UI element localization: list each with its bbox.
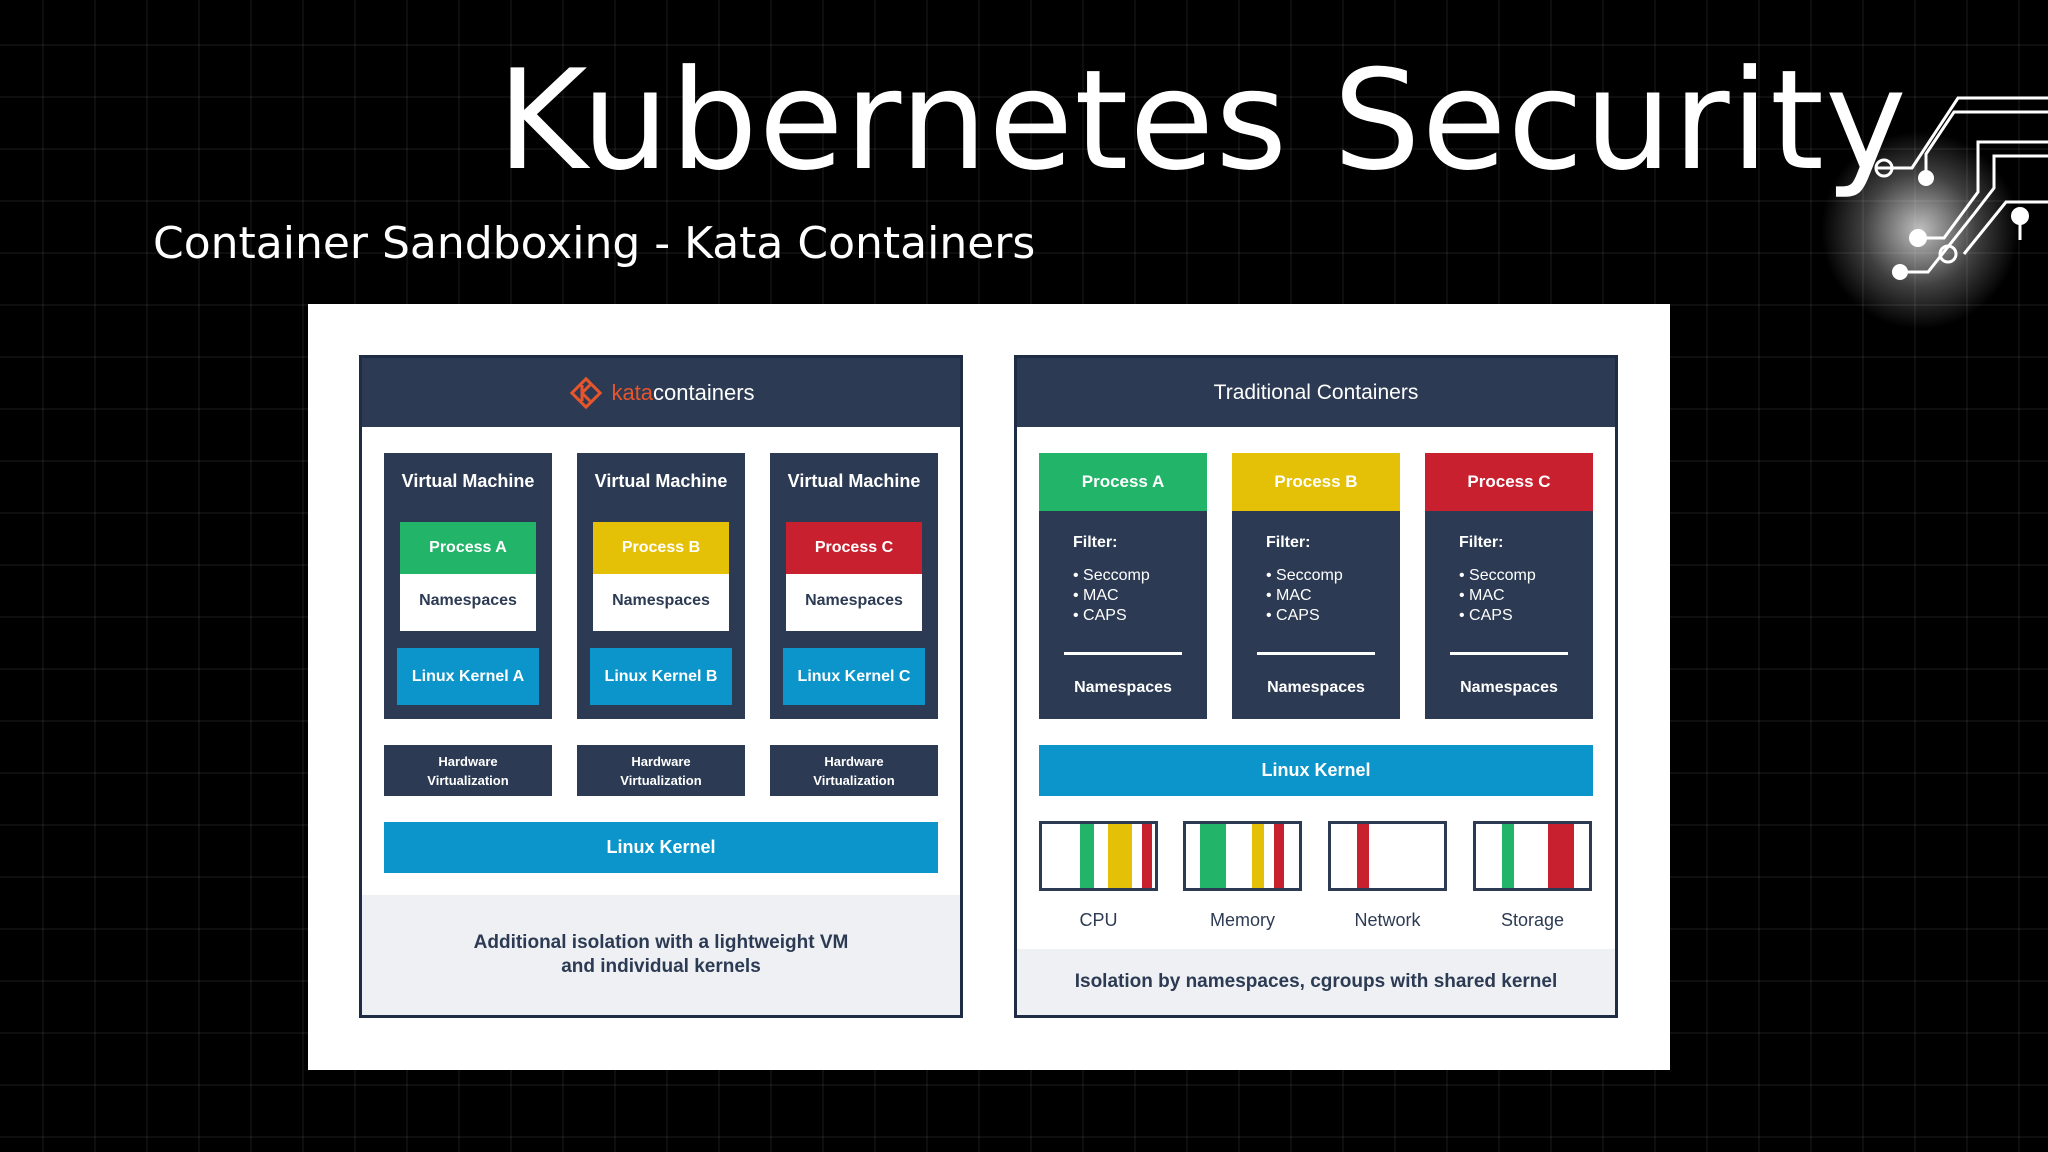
slide-title: Kubernetes Security — [497, 40, 1908, 201]
traditional-panel: Traditional Containers Process A Filter:… — [1014, 355, 1618, 1018]
hw-line1: Hardware — [631, 753, 691, 769]
slide-subtitle: Container Sandboxing - Kata Containers — [153, 218, 1036, 269]
filter-item: Seccomp — [1073, 566, 1150, 586]
filter-item: CAPS — [1459, 606, 1536, 626]
divider — [1450, 652, 1568, 655]
filter-list: Seccomp MAC CAPS — [1459, 566, 1536, 626]
storage-label: Storage — [1500, 910, 1565, 930]
kata-linux-kernel-bar: Linux Kernel — [384, 822, 938, 873]
filter-title: Filter: — [1073, 534, 1118, 551]
yellow-stripe — [1252, 824, 1264, 888]
traditional-process-b: Process B Filter: Seccomp MAC CAPS Names… — [1232, 453, 1400, 719]
green-stripe — [1502, 824, 1514, 888]
filter-item: MAC — [1073, 586, 1150, 606]
virtual-machine-c: Virtual Machine Process C Namespaces Lin… — [770, 453, 938, 719]
storage-resource-box — [1473, 821, 1592, 891]
hw-line2: Virtualization — [813, 772, 895, 788]
hardware-virtualization-b: Hardware Virtualization — [577, 745, 745, 796]
hw-line1: Hardware — [824, 753, 884, 769]
linux-kernel-a-box: Linux Kernel A — [397, 648, 539, 705]
yellow-stripe — [1108, 824, 1132, 888]
process-b-header: Process B — [1232, 453, 1400, 511]
linux-kernel-c-box: Linux Kernel C — [783, 648, 925, 705]
kata-footer-line1: Additional isolation with a lightweight … — [473, 932, 849, 953]
traditional-process-a: Process A Filter: Seccomp MAC CAPS Names… — [1039, 453, 1207, 719]
virtual-machine-a: Virtual Machine Process A Namespaces Lin… — [384, 453, 552, 719]
filter-title: Filter: — [1459, 534, 1504, 551]
namespaces-label: Namespaces — [1460, 679, 1558, 696]
filter-list: Seccomp MAC CAPS — [1266, 566, 1343, 626]
vm-title: Virtual Machine — [594, 471, 728, 491]
vm-inner-box: Process B Namespaces — [590, 519, 732, 634]
green-stripe — [1080, 824, 1094, 888]
kata-logo-icon — [570, 376, 603, 409]
kata-panel: katacontainers Virtual Machine Process A… — [359, 355, 963, 1018]
kata-panel-header: katacontainers — [362, 358, 960, 427]
namespaces-label: Namespaces — [805, 592, 903, 609]
process-a-box: Process A — [400, 522, 536, 574]
cpu-resource-box — [1039, 821, 1158, 891]
filter-item: MAC — [1459, 586, 1536, 606]
namespaces-label: Namespaces — [419, 592, 517, 609]
filter-item: CAPS — [1073, 606, 1150, 626]
process-c-header: Process C — [1425, 453, 1593, 511]
kata-logo-prefix: kata — [611, 379, 654, 405]
linux-kernel-b-box: Linux Kernel B — [590, 648, 732, 705]
memory-resource-box — [1183, 821, 1302, 891]
filter-list: Seccomp MAC CAPS — [1073, 566, 1150, 626]
hw-line2: Virtualization — [620, 772, 702, 788]
vm-title: Virtual Machine — [401, 471, 535, 491]
diagram-card: katacontainers Virtual Machine Process A… — [308, 304, 1670, 1070]
kata-logo-suffix: containers — [653, 379, 755, 405]
process-a-header: Process A — [1039, 453, 1207, 511]
red-stripe — [1142, 824, 1152, 888]
filter-item: Seccomp — [1266, 566, 1343, 586]
hw-line2: Virtualization — [427, 772, 509, 788]
network-label: Network — [1354, 910, 1421, 930]
vm-inner-box: Process C Namespaces — [783, 519, 925, 634]
virtual-machine-b: Virtual Machine Process B Namespaces Lin… — [577, 453, 745, 719]
circuit-icon — [1874, 96, 2048, 280]
vm-inner-box: Process A Namespaces — [397, 519, 539, 634]
red-stripe — [1274, 824, 1284, 888]
traditional-process-c: Process C Filter: Seccomp MAC CAPS Names… — [1425, 453, 1593, 719]
divider — [1257, 652, 1375, 655]
kata-footer-line2: and individual kernels — [561, 956, 761, 977]
namespaces-label: Namespaces — [612, 592, 710, 609]
red-stripe — [1548, 824, 1574, 888]
green-stripe — [1200, 824, 1226, 888]
cpu-label: CPU — [1079, 910, 1118, 930]
process-b-box: Process B — [593, 522, 729, 574]
namespaces-label: Namespaces — [1267, 679, 1365, 696]
divider — [1064, 652, 1182, 655]
traditional-footer: Isolation by namespaces, cgroups with sh… — [1017, 949, 1615, 1015]
namespaces-label: Namespaces — [1074, 679, 1172, 696]
kata-footer: Additional isolation with a lightweight … — [362, 895, 960, 1015]
hw-line1: Hardware — [438, 753, 498, 769]
traditional-linux-kernel-bar: Linux Kernel — [1039, 745, 1593, 796]
filter-title: Filter: — [1266, 534, 1311, 551]
kata-logo: katacontainers — [567, 374, 755, 412]
vm-title: Virtual Machine — [787, 471, 921, 491]
filter-item: MAC — [1266, 586, 1343, 606]
hardware-virtualization-c: Hardware Virtualization — [770, 745, 938, 796]
filter-item: Seccomp — [1459, 566, 1536, 586]
memory-label: Memory — [1209, 910, 1275, 930]
process-c-box: Process C — [786, 522, 922, 574]
hardware-virtualization-a: Hardware Virtualization — [384, 745, 552, 796]
network-resource-box — [1328, 821, 1447, 891]
traditional-panel-header: Traditional Containers — [1017, 358, 1615, 427]
red-stripe — [1357, 824, 1369, 888]
filter-item: CAPS — [1266, 606, 1343, 626]
